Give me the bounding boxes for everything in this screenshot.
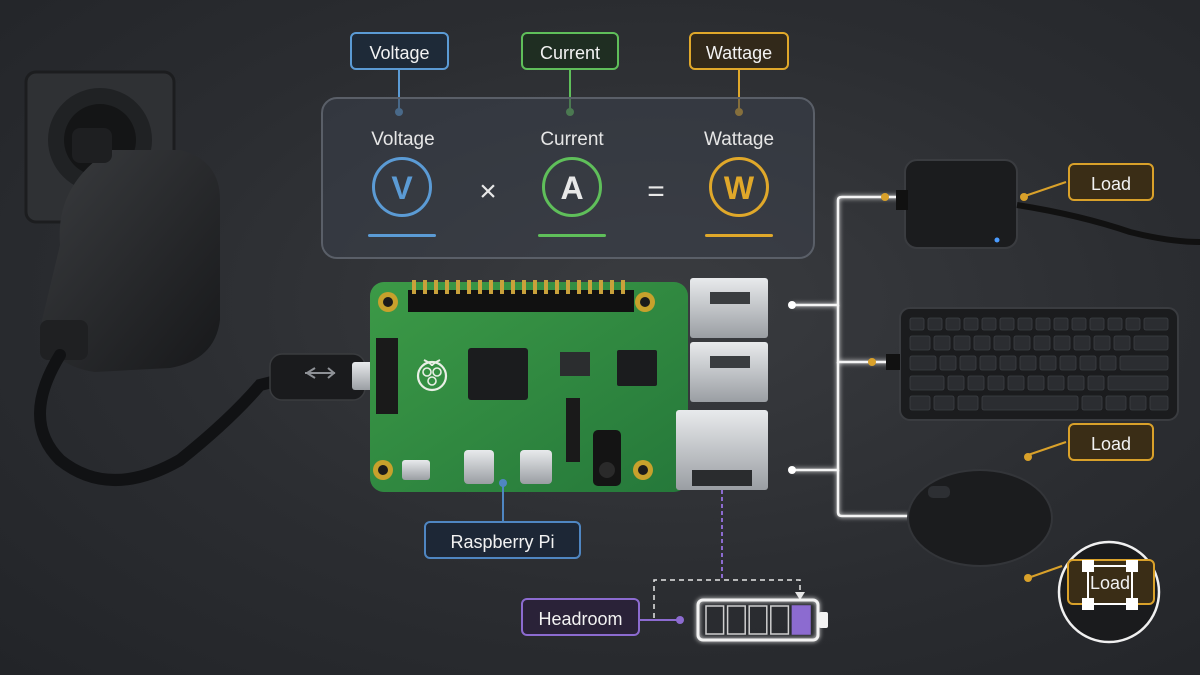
voltage-underline [368,234,436,237]
voltage-callout: Voltage [350,32,449,70]
load-callout-2: Load [1068,423,1154,461]
wattage-symbol-icon: W [709,157,769,217]
current-symbol-icon: A [542,157,602,217]
voltage-symbol-icon: V [372,157,432,217]
power-formula-panel: Voltage V × Current A = Wattage W [321,97,815,259]
load-badge-3: Load [1057,540,1161,644]
battery-segment-empty [705,605,725,635]
load-3-label: Load [1090,573,1130,593]
raspberry-logo-icon [416,359,448,392]
usb-cable [34,349,306,486]
load-branch-lines [792,195,918,518]
battery-segment-empty [770,605,790,635]
mini-pc-icon [896,159,1200,249]
equals-sign: = [647,175,665,208]
multiply-sign: × [479,175,497,208]
headroom-callout: Headroom [521,598,640,636]
battery-segment-filled [791,605,811,635]
raspberry-pi-board [370,278,768,492]
battery-icon [696,598,828,642]
formula-current-label: Current [540,129,604,150]
power-adapter-icon [40,128,220,372]
mouse-icon [907,469,1053,567]
load-callout-1: Load [1068,163,1154,201]
battery-segment-empty [726,605,746,635]
usb-port-1 [690,278,768,338]
current-callout: Current [521,32,619,70]
formula-voltage-label: Voltage [371,129,435,150]
battery-segment-empty [748,605,768,635]
formula-wattage-label: Wattage [703,129,775,150]
current-underline [538,234,606,237]
wattage-callout: Wattage [689,32,789,70]
keyboard-icon [886,307,1179,421]
wattage-underline [705,234,773,237]
usb-port-2 [690,342,768,402]
micro-usb-plug-icon [269,353,382,401]
raspberry-pi-callout: Raspberry Pi [424,521,581,559]
